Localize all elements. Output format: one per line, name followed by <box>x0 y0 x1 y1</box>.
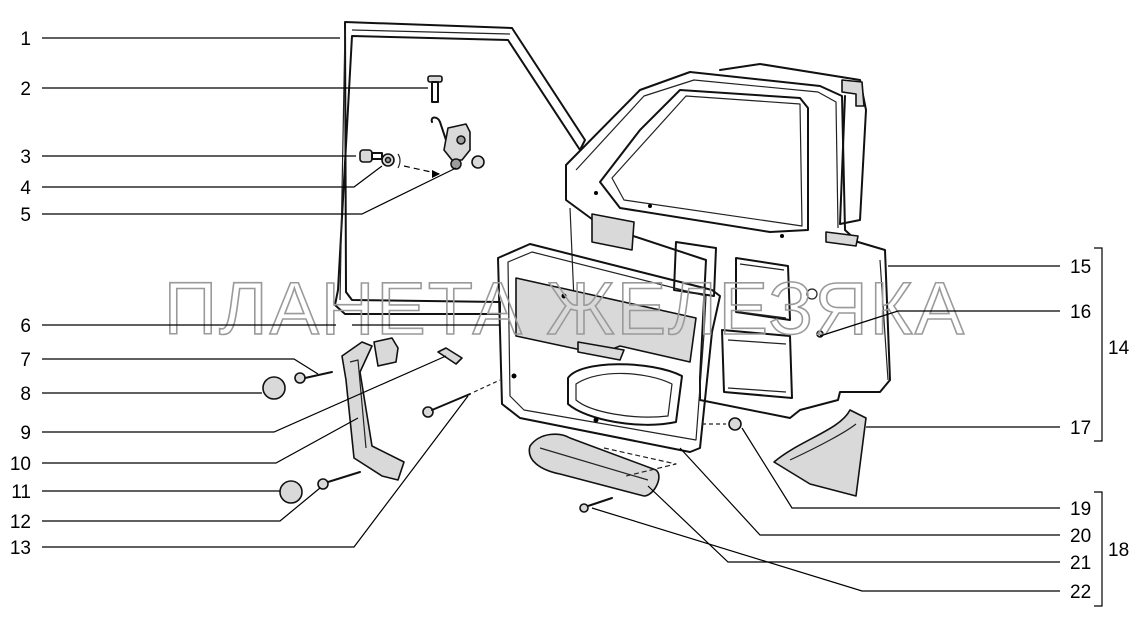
callout-22: 22 <box>1070 582 1091 603</box>
callout-12: 12 <box>10 512 31 533</box>
callout-15: 15 <box>1070 257 1091 278</box>
door-seal-drawing <box>334 21 586 315</box>
trim-panel-drawing <box>497 243 721 453</box>
callout-8: 8 <box>20 384 31 405</box>
callout-21: 21 <box>1070 553 1091 574</box>
pull-handle-drawing <box>528 433 677 513</box>
callout-labels-right: 15 16 17 19 20 21 22 <box>1070 257 1091 603</box>
callout-labels-left: 1 2 3 4 5 6 7 8 9 10 11 12 13 <box>10 29 32 559</box>
pin-screw-drawing <box>422 347 501 418</box>
callout-10: 10 <box>10 454 31 475</box>
callout-5: 5 <box>20 205 31 226</box>
callout-7: 7 <box>20 350 31 371</box>
callout-3: 3 <box>20 147 31 168</box>
callout-9: 9 <box>20 423 31 444</box>
callout-17: 17 <box>1070 418 1091 439</box>
callout-4: 4 <box>20 178 31 199</box>
armrest-drawing <box>262 337 405 504</box>
bolt-drawing <box>427 75 443 103</box>
callout-11: 11 <box>11 482 31 503</box>
latch-drawing <box>430 116 485 170</box>
callout-1: 1 <box>20 29 31 50</box>
group-label-18: 18 <box>1108 540 1129 561</box>
lower-trim-drawing <box>773 409 867 497</box>
callout-6: 6 <box>20 316 31 337</box>
leader-lines <box>42 37 1103 607</box>
group-label-14: 14 <box>1108 338 1130 359</box>
screw-washer-drawing <box>359 149 441 178</box>
callout-19: 19 <box>1070 499 1091 520</box>
callout-20: 20 <box>1070 526 1091 547</box>
trim-clip-drawing <box>702 417 742 431</box>
callout-2: 2 <box>20 79 31 100</box>
group-labels: 14 18 <box>1108 338 1130 561</box>
callout-16: 16 <box>1070 302 1091 323</box>
callout-13: 13 <box>10 538 31 559</box>
watermark-text: ПЛАНЕТА ЖЕЛЕЗЯКА <box>164 267 966 350</box>
